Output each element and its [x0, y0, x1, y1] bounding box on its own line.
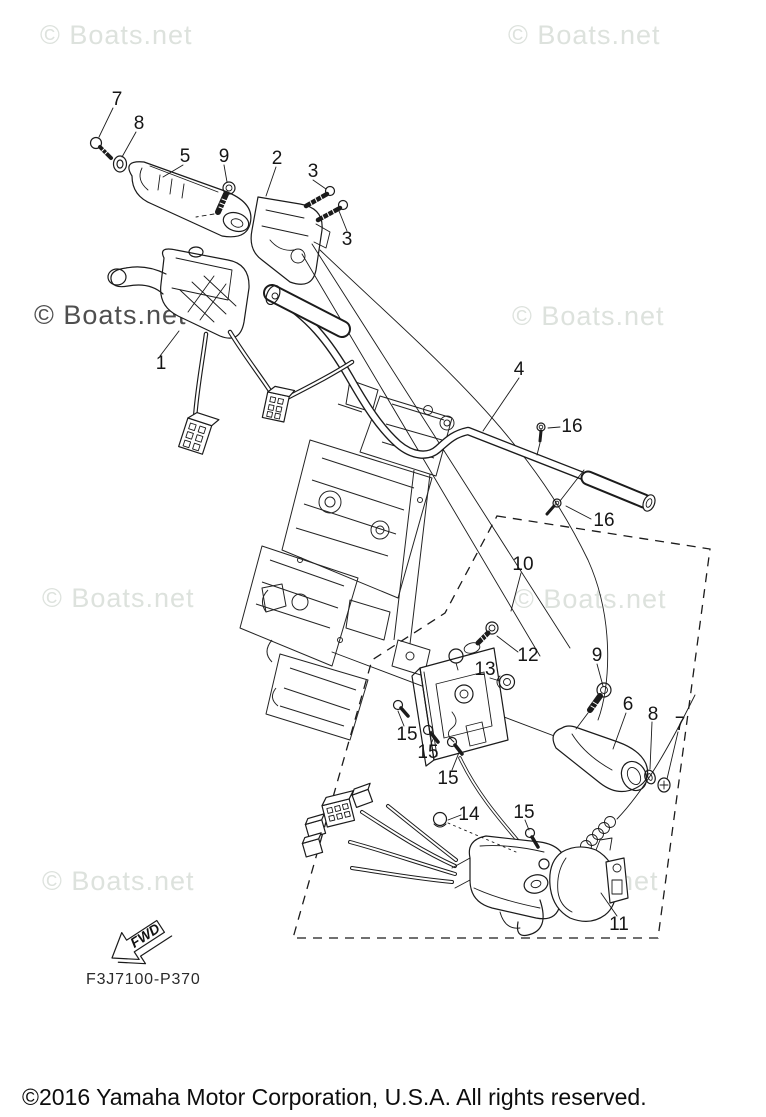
callout-4: 4	[514, 359, 525, 380]
callout-9: 9	[592, 645, 603, 666]
callout-15: 15	[437, 768, 458, 789]
callout-7: 7	[675, 714, 686, 735]
callout-3: 3	[342, 229, 353, 250]
watermark: © Boats.net	[512, 301, 665, 331]
callout-5: 5	[180, 146, 191, 167]
callout-15: 15	[396, 724, 417, 745]
connector-b	[261, 385, 296, 423]
callout-10: 10	[512, 554, 533, 575]
leader-lines	[98, 107, 679, 917]
lanyard-cap-11	[549, 694, 696, 922]
connector-a	[178, 411, 220, 455]
watermark: © Boats.net	[42, 583, 195, 613]
callout-13: 13	[474, 659, 495, 680]
callout-14: 14	[458, 804, 480, 825]
watermark: © Boats.net	[514, 584, 667, 614]
screw-7b	[657, 777, 671, 793]
screws-15	[392, 699, 464, 756]
copyright-text: ©2016 Yamaha Motor Corporation, U.S.A. A…	[22, 1084, 647, 1110]
throttle-grip-5	[128, 161, 252, 238]
switch-assembly-1	[107, 246, 355, 455]
callout-9: 9	[219, 146, 230, 167]
callout-8: 8	[134, 113, 145, 134]
callout-3: 3	[308, 161, 319, 182]
grip-housing-6	[552, 682, 671, 793]
main-switch-housing	[451, 835, 567, 937]
callout-16: 16	[593, 510, 614, 531]
bolt-9b	[596, 682, 612, 698]
callout-15: 15	[417, 742, 438, 763]
connector-2	[351, 782, 374, 808]
screw-7	[89, 136, 103, 150]
callout-16: 16	[561, 416, 582, 437]
handlebar-4	[263, 284, 656, 512]
fwd-arrow: FWD	[111, 919, 173, 965]
callout-2: 2	[272, 148, 283, 169]
connector-4	[301, 832, 324, 858]
callout-7: 7	[112, 89, 123, 110]
watermark: © Boats.net	[40, 20, 193, 50]
callout-8: 8	[648, 704, 659, 725]
top-parts	[89, 136, 349, 285]
screws-16	[536, 422, 585, 516]
part-code: F3J7100-P370	[86, 971, 201, 988]
plug-13	[498, 673, 516, 691]
assembly-dashed-box	[292, 515, 711, 939]
bottom-assembly	[301, 694, 696, 937]
watermark: © Boats.net	[34, 300, 187, 330]
bolt-12	[485, 621, 499, 635]
screw-15d	[524, 827, 536, 839]
callout-11: 11	[609, 914, 629, 935]
washer-8b	[644, 769, 656, 785]
bolt-9	[195, 181, 236, 218]
lever-arm	[110, 266, 167, 295]
callout-6: 6	[623, 694, 634, 715]
callout-1: 1	[156, 353, 167, 374]
bracket-2	[250, 196, 331, 285]
callout-15: 15	[513, 802, 534, 823]
washer-8	[112, 155, 128, 173]
button-14	[432, 811, 448, 827]
watermark: © Boats.net	[42, 866, 195, 896]
watermark: © Boats.net	[508, 20, 661, 50]
callout-12: 12	[517, 645, 538, 666]
engine-block-art	[239, 379, 455, 741]
screws-3	[303, 185, 349, 223]
